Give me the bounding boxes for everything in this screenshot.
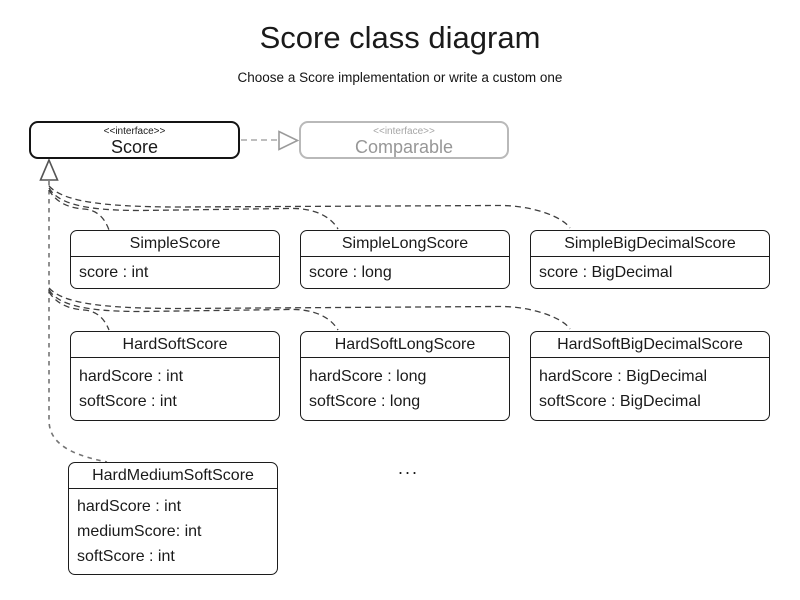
interface-comparable-stereotype: <<interface>> [373,126,435,137]
class-attribute: hardScore : int [77,498,182,515]
class-name: HardSoftBigDecimalScore [531,332,769,358]
page-title: Score class diagram [259,20,541,55]
edge-simplelongscore [48,187,339,230]
class-box-simplebigdecimalscore: SimpleBigDecimalScore score : BigDecimal [530,230,770,289]
interface-comparable: <<interface>> Comparable [299,121,509,159]
interface-score-name: Score [110,137,159,157]
class-box-hardmediumsoftscore: HardMediumSoftScore hardScore : int medi… [68,462,278,575]
class-box-hardsoftscore: HardSoftScore hardScore : int softScore … [70,331,280,421]
realization-arrowhead-icon [278,130,300,151]
edge-simplescore [48,189,110,231]
class-attribute: score : long [309,264,392,281]
class-attribute: softScore : int [79,393,177,410]
class-box-simplescore: SimpleScore score : int [70,230,280,289]
class-attribute: hardScore : long [309,368,427,385]
class-attribute: softScore : BigDecimal [539,393,701,410]
edge-hardsoftlongscore [48,289,339,331]
class-name: HardSoftScore [71,332,279,358]
class-attribute: mediumScore: int [77,523,202,540]
class-name: SimpleScore [71,231,279,257]
more-implementations-ellipsis: ... [398,458,420,478]
class-attribute: score : int [79,264,149,281]
class-name: HardSoftLongScore [301,332,509,358]
class-box-simplelongscore: SimpleLongScore score : long [300,230,510,289]
class-name: HardMediumSoftScore [69,463,277,489]
class-box-hardsoftlongscore: HardSoftLongScore hardScore : long softS… [300,331,510,421]
class-name: SimpleLongScore [301,231,509,257]
class-name: SimpleBigDecimalScore [531,231,769,257]
page-subtitle: Choose a Score implementation or write a… [237,70,563,85]
interface-score: <<interface>> Score [29,121,240,159]
interface-score-stereotype: <<interface>> [103,126,166,137]
class-box-hardsoftbigdecimalscore: HardSoftBigDecimalScore hardScore : BigD… [530,331,770,421]
interface-comparable-name: Comparable [354,137,454,157]
edge-hardsoftscore [48,291,110,331]
class-attribute: softScore : long [309,393,421,410]
class-attribute: softScore : int [77,548,175,565]
edge-simplebigdecimalscore [48,185,571,229]
class-attribute: score : BigDecimal [539,264,673,281]
class-attribute: hardScore : int [79,368,184,385]
class-attribute: hardScore : BigDecimal [539,368,708,385]
generalization-arrowhead-icon [39,157,59,181]
edge-hardsoftbigdecimalscore [48,287,571,330]
